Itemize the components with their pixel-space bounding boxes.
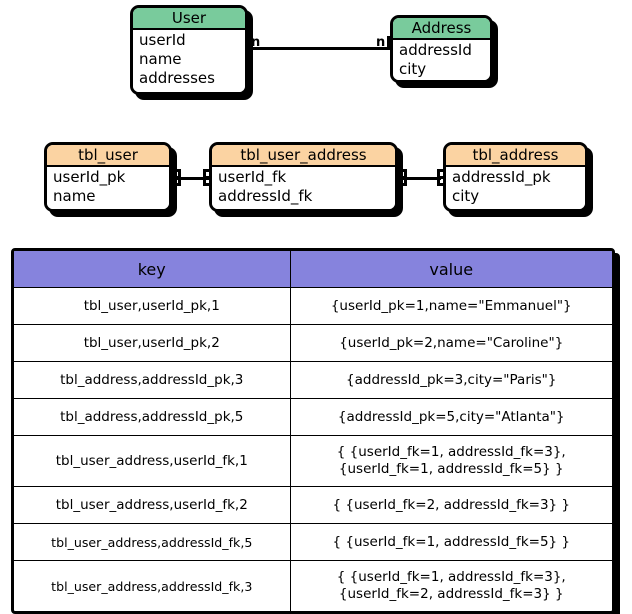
table-box-tbl-user-address[interactable]: tbl_user_address userId_fk addressId_fk: [209, 142, 398, 212]
table-tbl-user-fields: userId_pk name: [47, 167, 169, 209]
entity-address-fields: addressId city: [393, 40, 490, 80]
table-tbl-user-field: userId_pk: [53, 168, 126, 186]
entity-user-field: name: [139, 50, 182, 68]
table-row[interactable]: tbl_user_address,addressId_fk,3 { {userI…: [14, 560, 612, 611]
cell-key: tbl_user_address,addressId_fk,3: [14, 560, 291, 611]
cell-key: tbl_user_address,userId_fk,2: [14, 486, 291, 524]
table-tbl-user-title: tbl_user: [47, 145, 169, 167]
cell-value: {addressId_pk=3,city="Paris"}: [289, 361, 612, 399]
entity-relationship-tick-right: [387, 36, 390, 50]
cell-value: { {userId_fk=2, addressId_fk=3} }: [289, 486, 612, 524]
entity-user-field: addresses: [139, 69, 215, 87]
table-tbl-address-field: addressId_pk: [452, 168, 551, 186]
cell-value: { {userId_fk=1, addressId_fk=3}, {userId…: [289, 435, 612, 487]
entity-address-field: addressId: [399, 41, 472, 59]
table-box-tbl-user[interactable]: tbl_user userId_pk name: [44, 142, 172, 212]
table-tbl-user-address-title: tbl_user_address: [212, 145, 395, 167]
entity-box-user[interactable]: User userId name addresses: [130, 5, 248, 95]
entity-user-title: User: [133, 8, 245, 30]
key-value-table[interactable]: key value tbl_user,userId_pk,1 {userId_p…: [11, 248, 615, 614]
cell-key: tbl_user,userId_pk,2: [14, 324, 291, 362]
crowsfoot-icon-right-2: [437, 169, 446, 186]
table-link-user-to-user-address: [177, 177, 212, 180]
table-tbl-user-field: name: [53, 187, 96, 205]
table-box-tbl-address[interactable]: tbl_address addressId_pk city: [443, 142, 588, 212]
cell-value: {userId_pk=2,name="Caroline"}: [289, 324, 612, 362]
entity-user-fields: userId name addresses: [133, 30, 245, 92]
cardinality-right-n: n: [376, 35, 386, 50]
column-header-key: key: [14, 251, 291, 288]
cell-value: {addressId_pk=5,city="Atlanta"}: [289, 398, 612, 436]
table-tbl-user-address-field: userId_fk: [218, 168, 287, 186]
table-tbl-user-address-field: addressId_fk: [218, 187, 313, 205]
column-header-value: value: [289, 251, 612, 288]
table-row[interactable]: tbl_address,addressId_pk,3 {addressId_pk…: [14, 361, 612, 399]
entity-address-title: Address: [393, 18, 490, 40]
cell-key: tbl_address,addressId_pk,5: [14, 398, 291, 436]
cell-key: tbl_user,userId_pk,1: [14, 287, 291, 325]
table-tbl-address-fields: addressId_pk city: [446, 167, 585, 209]
table-row[interactable]: tbl_user,userId_pk,2 {userId_pk=2,name="…: [14, 324, 612, 362]
cell-key: tbl_user_address,userId_fk,1: [14, 435, 291, 487]
table-row[interactable]: tbl_address,addressId_pk,5 {addressId_pk…: [14, 398, 612, 436]
entity-user-field: userId: [139, 31, 186, 49]
cell-key: tbl_user_address,addressId_fk,5: [14, 523, 291, 561]
table-row[interactable]: tbl_user_address,userId_fk,2 { {userId_f…: [14, 486, 612, 524]
table-header-row: key value: [14, 251, 612, 288]
table-row[interactable]: tbl_user,userId_pk,1 {userId_pk=1,name="…: [14, 287, 612, 325]
entity-box-address[interactable]: Address addressId city: [390, 15, 493, 83]
cell-value: { {userId_fk=1, addressId_fk=3}, {userId…: [289, 560, 612, 611]
cell-key: tbl_address,addressId_pk,3: [14, 361, 291, 399]
table-row[interactable]: tbl_user_address,userId_fk,1 { {userId_f…: [14, 435, 612, 487]
cell-value: {userId_pk=1,name="Emmanuel"}: [289, 287, 612, 325]
table-tbl-user-address-fields: userId_fk addressId_fk: [212, 167, 395, 209]
entity-relationship-line: [250, 47, 392, 50]
table-tbl-address-title: tbl_address: [446, 145, 585, 167]
table-tbl-address-field: city: [452, 187, 480, 205]
crowsfoot-icon-left-1: [172, 169, 181, 186]
table-link-user-address-to-address: [403, 177, 441, 180]
crowsfoot-icon-right-1: [203, 169, 212, 186]
crowsfoot-icon-left-2: [398, 169, 407, 186]
table-row[interactable]: tbl_user_address,addressId_fk,5 { {userI…: [14, 523, 612, 561]
entity-relationship-tick-left: [249, 36, 252, 50]
cell-value: { {userId_fk=1, addressId_fk=5} }: [289, 523, 612, 561]
cardinality-left-n: n: [251, 35, 261, 50]
entity-address-field: city: [399, 60, 427, 78]
